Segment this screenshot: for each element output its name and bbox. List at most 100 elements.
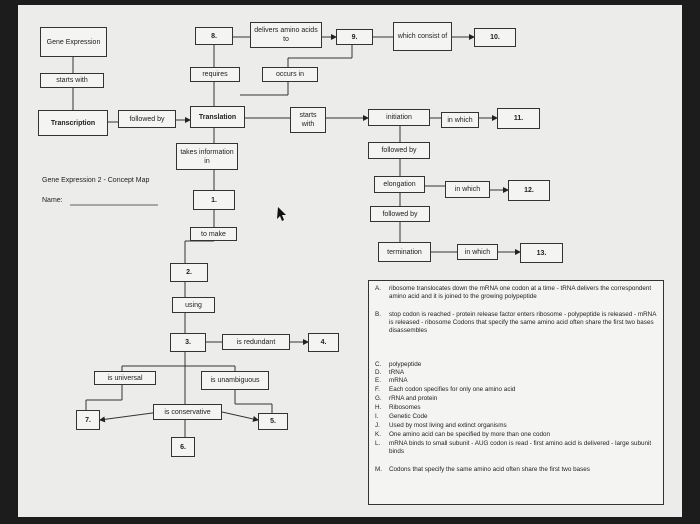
worksheet-subtitle: Gene Expression 2 - Concept Map: [42, 177, 150, 184]
name-label: Name:: [42, 197, 63, 204]
answer-key: I.: [375, 413, 379, 420]
blank-1-label: 1.: [211, 196, 217, 204]
is-unambiguous-box: is unambiguous: [201, 371, 269, 390]
using-box: using: [172, 297, 215, 313]
blank-9-label: 9.: [351, 33, 358, 41]
is-unambiguous-label: is unambiguous: [210, 377, 260, 384]
gene-expression-label: Gene Expression: [46, 38, 101, 46]
is-redundant-label: is redundant: [236, 338, 276, 346]
initiation-box: initiation: [368, 109, 430, 126]
answer-key: E.: [375, 377, 381, 384]
answer-text: Used by most living and extinct organism…: [389, 422, 507, 429]
answer-text: Ribosomes: [389, 404, 421, 411]
requires-box: requires: [190, 67, 240, 82]
answer-text: ribosome translocates down the mRNA one …: [389, 285, 652, 300]
to-make-label: to make: [201, 230, 226, 238]
answer-key: A.: [375, 285, 381, 292]
starts-with-box-2: starts with: [290, 107, 326, 133]
takes-info-box: takes information in: [176, 143, 238, 170]
to-make-box: to make: [190, 227, 237, 241]
elongation-box: elongation: [374, 176, 425, 193]
is-universal-box: is universal: [94, 371, 156, 385]
blank-12-label: 12.: [524, 187, 534, 194]
starts-with-label-2: starts with: [299, 112, 317, 128]
answer-key: H.: [375, 404, 382, 411]
answer-key: F.: [375, 386, 380, 393]
answer-key: M.: [375, 466, 382, 473]
blank-5-box[interactable]: 5.: [258, 413, 288, 430]
blank-1-box[interactable]: 1.: [193, 190, 235, 210]
followed-by-box-2: followed by: [368, 142, 430, 159]
is-conservative-box: is conservative: [153, 404, 222, 420]
blank-9-box[interactable]: 9.: [336, 29, 373, 45]
blank-8-label: 8.: [211, 32, 217, 40]
followed-by-box-1: followed by: [118, 110, 176, 128]
answer-key: G.: [375, 395, 382, 402]
blank-2-label: 2.: [186, 269, 192, 276]
answer-text: tRNA: [389, 369, 405, 376]
translation-box: Translation: [190, 106, 245, 128]
blank-6-box[interactable]: 6.: [171, 437, 195, 457]
starts-with-label: starts with: [56, 77, 88, 84]
followed-by-label-1: followed by: [129, 115, 165, 123]
answer-bank: A. ribosome translocates down the mRNA on…: [368, 280, 664, 505]
answer-text: One amino acid can be specified by more …: [389, 431, 551, 438]
answer-text: mRNA: [389, 377, 408, 384]
blank-4-box[interactable]: 4.: [308, 333, 339, 352]
delivers-label: delivers amino acids to: [254, 27, 318, 43]
blank-4-label: 4.: [320, 339, 327, 346]
termination-box: termination: [378, 242, 431, 262]
blank-11-box[interactable]: 11.: [497, 108, 540, 129]
which-consist-label: which consist of: [397, 33, 448, 40]
requires-label: requires: [202, 71, 228, 78]
blank-8-box[interactable]: 8.: [195, 27, 233, 45]
elongation-label: elongation: [383, 181, 416, 188]
answer-text: Each codon specifies for only one amino …: [389, 386, 516, 393]
gene-expression-box: Gene Expression: [40, 27, 107, 57]
blank-3-box[interactable]: 3.: [170, 333, 206, 352]
delivers-box: delivers amino acids to: [250, 22, 322, 48]
is-universal-label: is universal: [107, 374, 143, 382]
occurs-in-label: occurs in: [275, 71, 304, 78]
is-redundant-box: is redundant: [222, 334, 290, 350]
answer-text: stop codon is reached - protein release …: [389, 311, 657, 334]
blank-5-label: 5.: [270, 418, 276, 425]
answer-text: mRNA binds to small subunit - AUG codon …: [389, 440, 652, 455]
answer-text: polypeptide: [389, 361, 422, 368]
answer-key: B.: [375, 311, 381, 318]
in-which-box-1: in which: [441, 112, 479, 128]
followed-by-label-3: followed by: [382, 210, 418, 218]
blank-7-box[interactable]: 7.: [76, 410, 100, 430]
using-label: using: [185, 301, 202, 309]
transcription-box: Transcription: [38, 110, 108, 136]
answer-key: D.: [375, 369, 382, 376]
occurs-in-box: occurs in: [262, 67, 318, 82]
takes-info-label: takes information in: [180, 148, 234, 165]
blank-13-box[interactable]: 13.: [520, 243, 563, 263]
starts-with-box: starts with: [40, 73, 104, 88]
translation-label: Translation: [198, 113, 237, 121]
in-which-label-1: in which: [447, 116, 473, 124]
answer-key: C.: [375, 361, 382, 368]
initiation-label: initiation: [386, 114, 412, 121]
blank-10-label: 10.: [490, 34, 500, 41]
answer-text: Codons that specify the same amino acid …: [389, 466, 590, 473]
answer-key: J.: [375, 422, 380, 429]
in-which-label-3: in which: [464, 248, 491, 256]
blank-11-label: 11.: [513, 115, 524, 122]
blank-10-box[interactable]: 10.: [474, 28, 516, 47]
which-consist-box: which consist of: [393, 22, 452, 51]
blank-2-box[interactable]: 2.: [170, 263, 208, 282]
termination-label: termination: [387, 248, 422, 256]
answer-key: L.: [375, 440, 381, 447]
blank-6-label: 6.: [180, 443, 186, 451]
blank-12-box[interactable]: 12.: [508, 180, 550, 201]
answer-key: K.: [375, 431, 381, 438]
answer-text: Genetic Code: [389, 413, 428, 420]
is-conservative-label: is conservative: [164, 408, 211, 416]
in-which-box-2: in which: [445, 181, 490, 198]
answer-text: rRNA and protein: [389, 395, 438, 402]
followed-by-box-3: followed by: [370, 206, 430, 222]
transcription-label: Transcription: [50, 119, 96, 127]
